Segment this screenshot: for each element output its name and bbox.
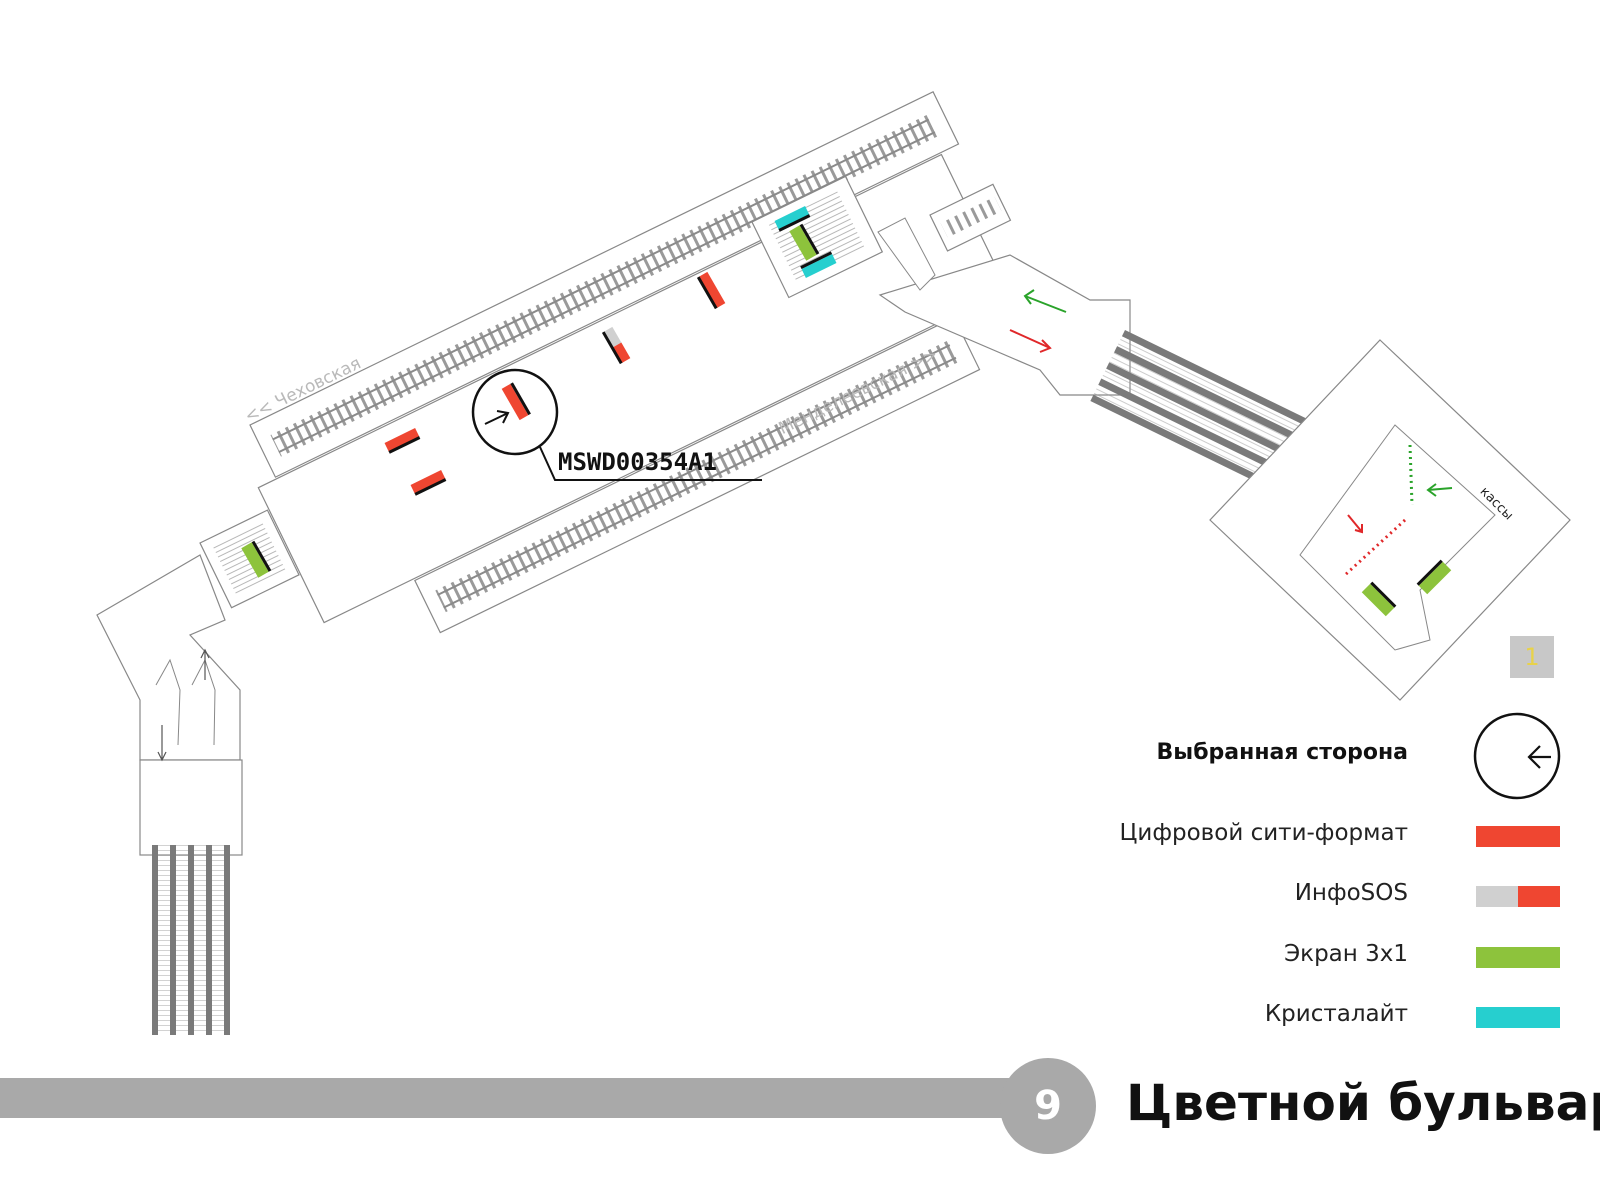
selected-device-id: MSWD00354A1 [558, 448, 717, 476]
flow-arrow-in-upper [1023, 289, 1067, 313]
legend-swatch-infosos [1476, 886, 1560, 907]
rail-stub-right [929, 183, 1012, 252]
flow-arrow-in-lobby [1426, 483, 1453, 497]
lobby [1209, 339, 1571, 701]
selected-device-leader [539, 446, 762, 481]
legend-swatch-digital-city-format [1476, 826, 1560, 847]
legend-item-label: ИнфоSOS [1294, 880, 1408, 906]
device-crystalite[interactable] [774, 206, 811, 232]
selected-device-circle[interactable] [471, 368, 559, 456]
escalator-hall-left [139, 759, 243, 856]
device-screen-3x1[interactable] [789, 223, 820, 261]
line-number-badge [1000, 1058, 1096, 1154]
escalators-right [1090, 330, 1310, 491]
legend-swatch-screen-3x1 [1476, 947, 1560, 968]
flow-arrow-left-down [157, 725, 167, 762]
escalators-left [152, 845, 230, 1035]
device-crystalite[interactable] [800, 251, 837, 278]
selected-side-circle [1473, 712, 1561, 800]
passage-left [96, 554, 241, 761]
exit-number-badge: 1 [1510, 636, 1554, 678]
arrow-right-icon [484, 410, 510, 425]
line-bar [0, 1078, 1010, 1118]
legend-selected-side-label: Выбранная сторона [1156, 740, 1408, 765]
device-infosos[interactable] [601, 326, 631, 365]
device-screen-3x1[interactable] [1416, 559, 1452, 595]
line-number: 9 [1034, 1083, 1062, 1129]
turnstiles-in [1408, 444, 1414, 506]
track-lower-rails [435, 340, 959, 613]
turnstiles-out [1343, 518, 1407, 577]
device-screen-3x1[interactable] [1361, 581, 1397, 617]
device-digital-city-format[interactable] [696, 271, 726, 310]
arrow-left-icon [1527, 745, 1551, 769]
passage-ramp [877, 217, 936, 291]
legend-swatch-crystalite [1476, 1007, 1560, 1028]
legend-item-label: Экран 3х1 [1284, 941, 1408, 967]
device-screen-3x1[interactable] [241, 540, 272, 578]
legend-item-label: Цифровой сити-формат [1119, 820, 1408, 846]
flow-arrow-left-up [200, 648, 210, 680]
station-title: Цветной бульвар [1126, 1074, 1600, 1132]
flow-arrow-out-lobby [1347, 514, 1363, 534]
track-upper-rails [270, 115, 938, 457]
device-digital-city-format-selected[interactable] [501, 382, 531, 421]
device-digital-city-format[interactable] [410, 470, 447, 496]
platform-hall [249, 91, 1008, 634]
lobby-inner [1299, 424, 1496, 651]
legend-item-label: Кристалайт [1264, 1001, 1408, 1027]
flow-arrow-out-upper [1009, 329, 1052, 353]
device-digital-city-format[interactable] [384, 428, 421, 454]
